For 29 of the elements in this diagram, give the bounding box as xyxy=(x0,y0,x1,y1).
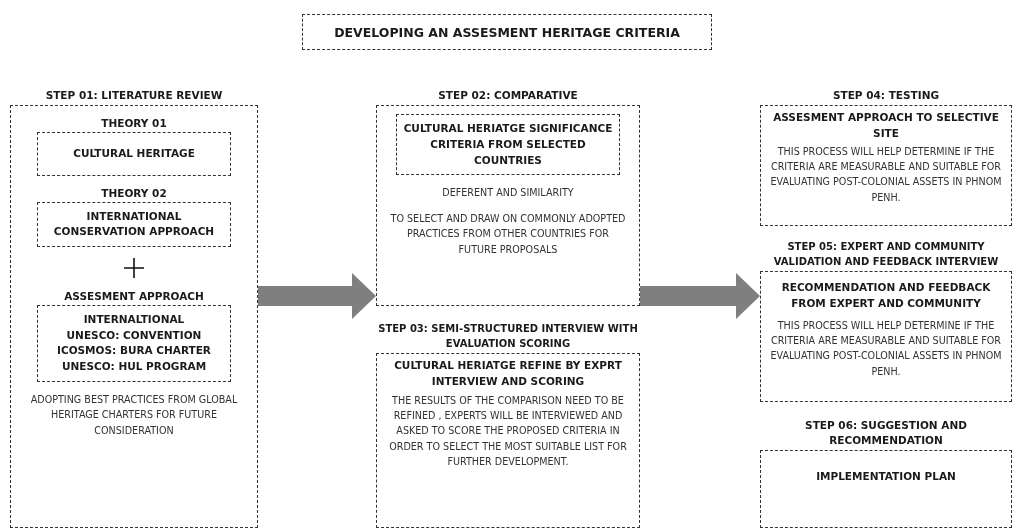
step-heading: STEP 06: SUGGESTION AND RECOMMENDATION xyxy=(804,418,968,449)
theory-heading: ASSESMENT APPROACH xyxy=(64,289,204,305)
box-heading: ASSESMENT APPROACH TO SELECTIVE SITE xyxy=(772,110,1000,141)
block-arrow xyxy=(258,273,376,319)
description-text: THE RESULTS OF THE COMPARISON NEED TO BE REFINED , EXPERTS WILL BE INTERVIEWED AND ASKED TO SCORE THE PROPOSED CRITERIA IN ORDER TO SELECT THE MOST SUITABLE LIST FOR FURTHER DEVELOPMENT. xyxy=(388,393,628,469)
title-box: DEVELOPING AN ASSESMENT HERITAGE CRITERIA xyxy=(302,14,712,50)
box-text: CULTURAL HERIATGE SIGNIFICANCE CRITERIA FROM SELECTED COUNTRIES xyxy=(402,121,614,168)
description-text: THIS PROCESS WILL HELP DETERMINE IF THE CRITERIA ARE MEASURABLE AND SUITABLE FOR EVALUATING POST-COLONIAL ASSETS IN PHNOM PENH. xyxy=(769,144,1003,205)
theory-heading: THEORY 02 xyxy=(101,185,167,201)
step-heading: STEP 02: COMPARATIVE xyxy=(437,88,579,103)
box-text: UNESCO: HUL PROGRAM xyxy=(61,359,207,375)
box-text: UNESCO: CONVENTION xyxy=(66,327,202,343)
box-text: CULTURAL HERITAGE xyxy=(73,146,195,162)
description-text: DEFERENT AND SIMILARITY xyxy=(442,186,574,201)
step-heading: STEP 01: LITERATURE REVIEW xyxy=(44,88,224,103)
description-text: TO SELECT AND DRAW ON COMMONLY ADOPTED PRACTICES FROM OTHER COUNTRIES FOR FUTURE PROPOSALS xyxy=(389,211,627,257)
step-heading: STEP 05: EXPERT AND COMMUNITY VALIDATION AND FEEDBACK INTERVIEW xyxy=(772,240,1000,269)
box-heading: CULTURAL HERIATGE REFINE BY EXPRT INTERVIEW AND SCORING xyxy=(393,358,623,389)
step-heading: STEP 04: TESTING xyxy=(831,88,941,103)
block-arrow xyxy=(640,273,760,319)
description-text: THIS PROCESS WILL HELP DETERMINE IF THE CRITERIA ARE MEASURABLE AND SUITABLE FOR EVALUATING POST-COLONIAL ASSETS IN PHNOM PENH. xyxy=(769,318,1003,379)
box-text: INTERNATIONAL CONSERVATION APPROACH xyxy=(52,208,216,240)
theory-heading: THEORY 01 xyxy=(101,116,167,132)
box-text: INTERNALTIONAL xyxy=(83,311,185,327)
step-heading: STEP 03: SEMI-STRUCTURED INTERVIEW WITH EVALUATION SCORING xyxy=(377,322,639,351)
box-text: ICOSMOS: BURA CHARTER xyxy=(57,343,211,359)
description-text: ADOPTING BEST PRACTICES FROM GLOBAL HERITAGE CHARTERS FOR FUTURE CONSIDERATION xyxy=(29,392,239,438)
box-heading: IMPLEMENTATION PLAN xyxy=(816,469,956,485)
box-heading: RECOMMENDATION AND FEEDBACK FROM EXPERT AND COMMUNITY xyxy=(780,280,992,311)
